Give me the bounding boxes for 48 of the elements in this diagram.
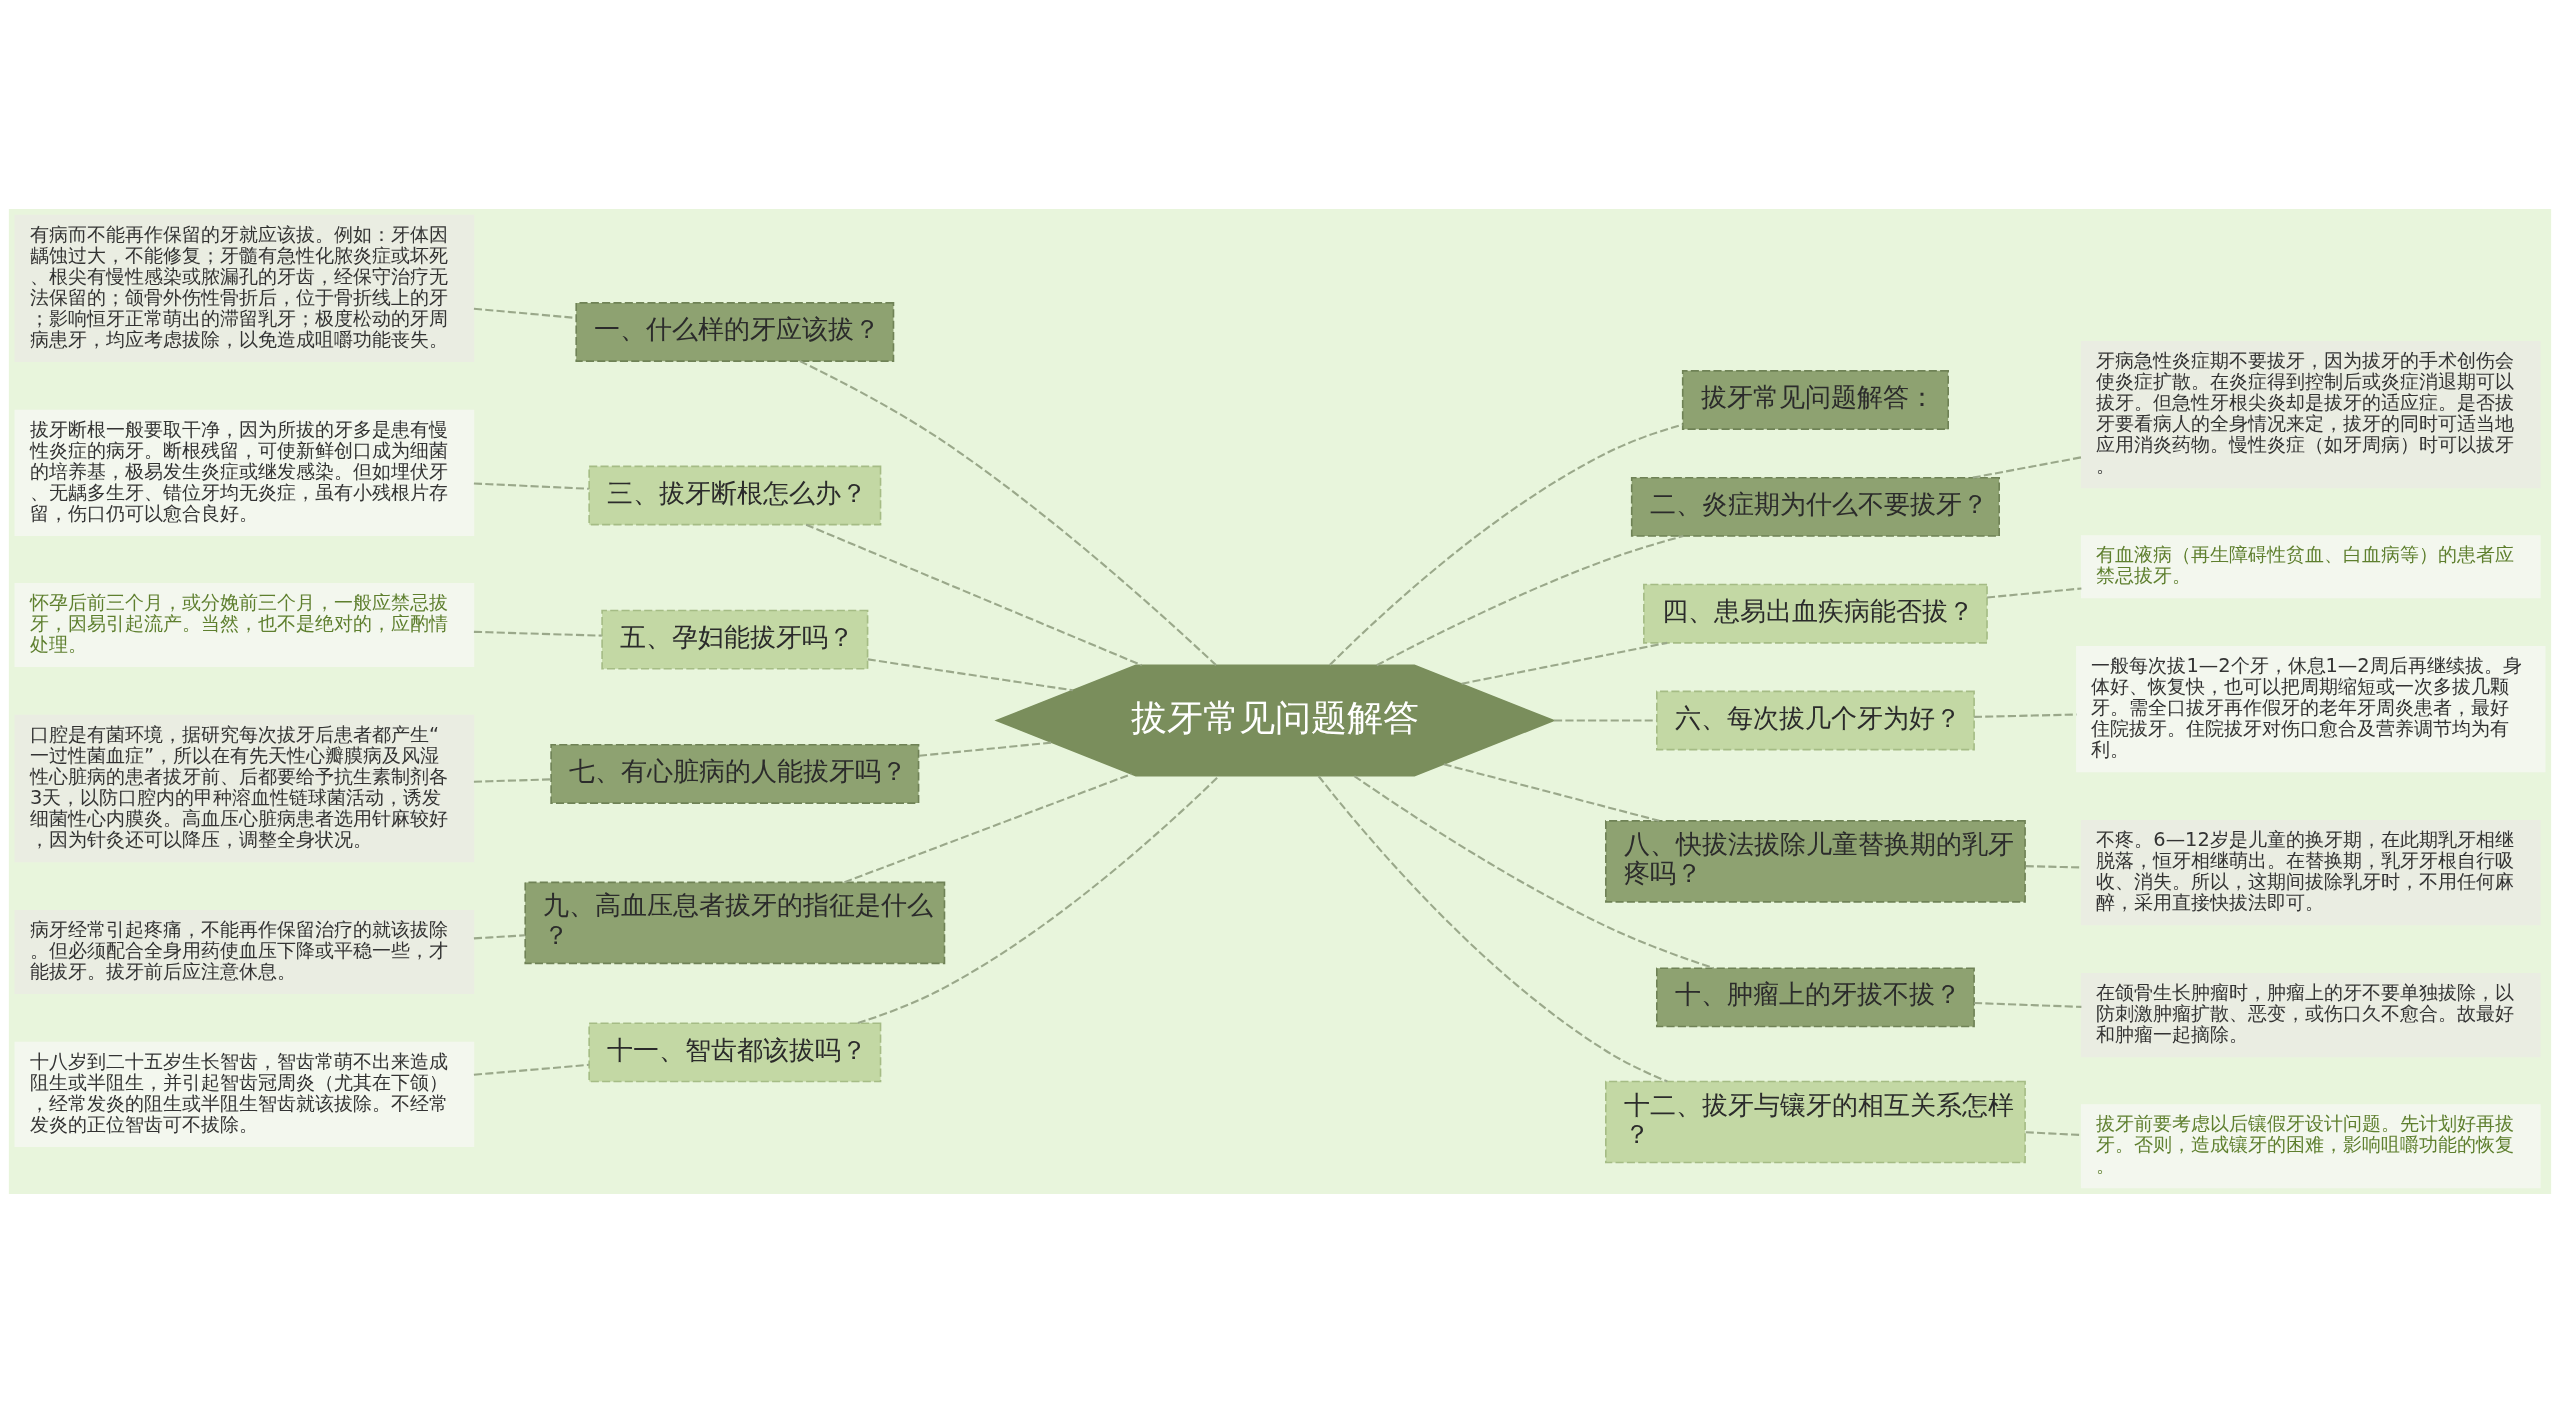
connector xyxy=(1329,423,1683,666)
node-box: 拔牙前要考虑以后镶假牙设计问题。先计划好再拔牙。否则，造成镶牙的困难，影响咀嚼功能的恢复。 xyxy=(2080,1104,2541,1189)
connector xyxy=(805,523,1143,667)
connector xyxy=(918,741,1053,757)
node-box: 九、高血压息者拔牙的指征是什么？ xyxy=(524,881,946,965)
connector xyxy=(844,773,1132,884)
connector xyxy=(2025,865,2082,869)
node-box: 有血液病（再生障碍性贫血、白血病等）的患者应禁忌拔牙。 xyxy=(2080,535,2541,599)
connector xyxy=(1317,775,1668,1083)
node-box: 一、什么样的牙应该拔？ xyxy=(575,302,895,362)
node-box: 八、快拔法拔除儿童替换期的乳牙疼吗？ xyxy=(1605,820,2026,903)
connector xyxy=(473,934,526,940)
connector xyxy=(473,307,576,319)
node-box: 拔牙断根一般要取干净，因为所拔的牙多是患有慢性炎症的病牙。断根残留，可使新鲜创口成为细菌的培养基，极易发生炎症或继发感染。但如埋伏牙、无龋多生牙、错位牙均无炎症，虽有小残根片存留，伤口仍可以愈合良好。 xyxy=(14,409,475,536)
node-box: 一般每次拔1—2个牙，休息1—2周后再继续拔。身体好、恢复快，也可以把周期缩短或一次多拔几颗牙。需全口拔牙再作假牙的老年牙周炎患者，最好住院拔牙。住院拔牙对伤口愈合及营养调节均为有利。 xyxy=(2076,646,2546,773)
node-box: 七、有心脏病的人能拔牙吗？ xyxy=(550,744,920,804)
node-box: 十、肿瘤上的牙拔不拔？ xyxy=(1656,967,1975,1028)
node-box: 五、孕妇能拔牙吗？ xyxy=(601,609,869,670)
node-box: 三、拔牙断根怎么办？ xyxy=(588,465,882,526)
connector xyxy=(1972,456,2082,479)
connector xyxy=(473,1063,589,1076)
node-box: 牙病急性炎症期不要拔牙，因为拔牙的手术创伤会使炎症扩散。在炎症得到控制后或炎症消退期可以拔牙。但急性牙根尖炎却是拔牙的适应症。是否拔牙要看病人的全身情况来定，拔牙的同时可适当地应用消炎药物。慢性炎症（如牙周病）时可以拔牙。 xyxy=(2080,340,2541,489)
connector xyxy=(1974,1001,2082,1008)
node-box: 十二、拔牙与镶牙的相互关系怎样？ xyxy=(1605,1080,2026,1164)
connector xyxy=(2025,1131,2082,1137)
connector xyxy=(473,778,551,783)
node-box: 病牙经常引起疼痛，不能再作保留治疗的就该拔除。但必须配合全身用药使血压下降或平稳一些，才能拔牙。拔牙前后应注意休息。 xyxy=(14,909,475,995)
node-box: 四、患易出血疾病能否拔？ xyxy=(1643,583,1988,644)
connector xyxy=(1461,641,1668,685)
node-box: 六、每次拔几个牙为好？ xyxy=(1656,690,1975,751)
connector xyxy=(1376,535,1684,667)
node-box: 口腔是有菌环境，据研究每次拔牙后患者都产生“一过性菌血症”，所以在有先天性心瓣膜病及风湿性心脏病的患者拔牙前、后都要给予抗生素制剂各3天，以防口腔内的甲种溶血性链球菌活动，诱发细菌性心内膜炎。高血压心脏病患者选用针麻较好，因为针灸还可以降压，调整全身状况。 xyxy=(14,714,475,863)
node-box: 有病而不能再作保留的牙就应该拔。例如：牙体因龋蚀过大，不能修复；牙髓有急性化脓炎症或坏死、根尖有慢性感染或脓漏孔的牙齿，经保守治疗无法保留的；颌骨外伤性骨折后，位于骨折线上的牙；影响恒牙正常萌出的滞留乳牙；极度松动的牙周病患牙，均应考虑拔除，以免造成咀嚼功能丧失。 xyxy=(14,214,475,362)
node-box: 怀孕后前三个月，或分娩前三个月，一般应禁忌拔牙，因易引起流产。当然，也不是绝对的，应酌情处理。 xyxy=(14,582,475,668)
node-box: 在颌骨生长肿瘤时，肿瘤上的牙不要单独拔除，以防刺激肿瘤扩散、恶变，或伤口久不愈合。故最好和肿瘤一起摘除。 xyxy=(2080,973,2541,1058)
node-box: 不疼。6—12岁是儿童的换牙期，在此期乳牙相继脱落，恒牙相继萌出。在替换期，乳牙牙根自行吸收、消失。所以，这期间拔除乳牙时，不用任何麻醉，采用直接快拔法即可。 xyxy=(2080,820,2541,926)
node-box: 十八岁到二十五岁生长智齿，智齿常萌不出来造成阻生或半阻生，并引起智齿冠周炎（尤其在下颌），经常发炎的阻生或半阻生智齿就该拔除。不经常发炎的正位智齿可不拔除。 xyxy=(14,1041,475,1148)
node-box: 二、炎症期为什么不要拔牙？ xyxy=(1630,476,2000,537)
connector xyxy=(1987,587,2082,599)
connector xyxy=(1443,763,1660,822)
connector xyxy=(473,482,589,490)
connector xyxy=(1353,775,1714,970)
connector xyxy=(473,630,602,637)
connector xyxy=(867,658,1073,692)
node-box: 拔牙常见问题解答： xyxy=(1681,370,1949,430)
connector xyxy=(857,775,1220,1025)
node-box: 十一、智齿都该拔吗？ xyxy=(588,1022,882,1083)
connector xyxy=(799,360,1217,666)
